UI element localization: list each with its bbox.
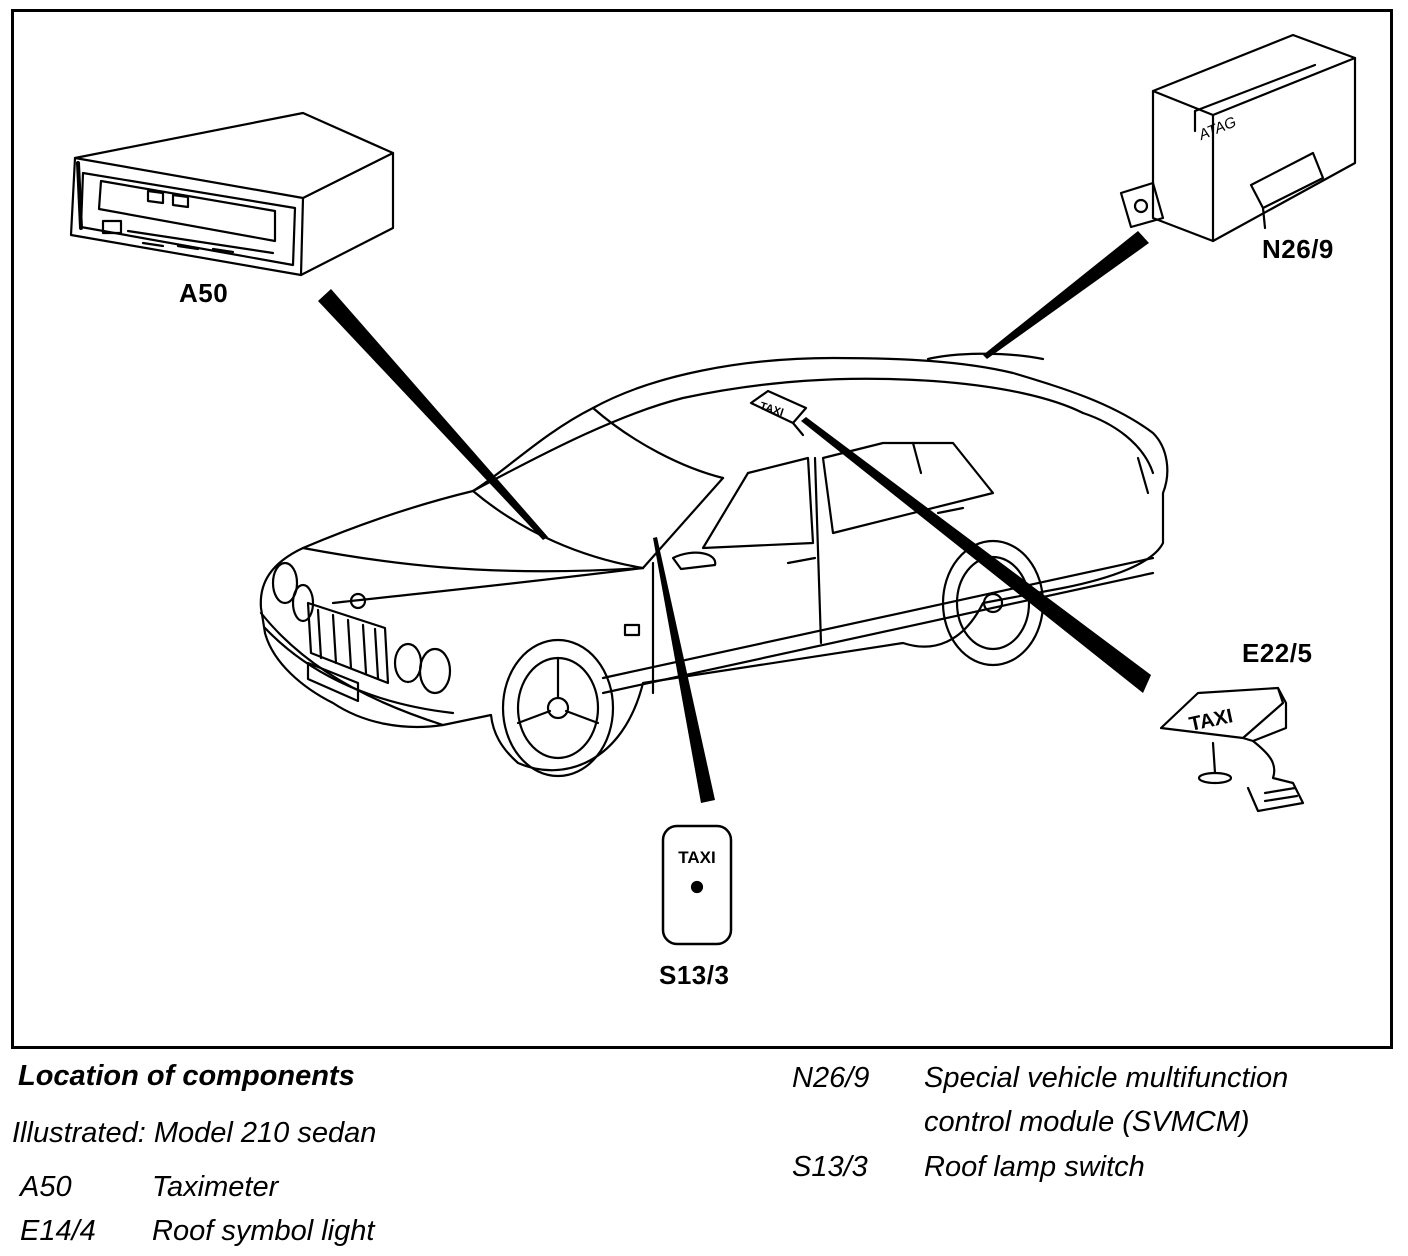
label-n26-9: N26/9: [1262, 234, 1334, 264]
taximeter-illustration: [69, 111, 395, 277]
legend-desc-e14-4: Roof symbol light: [152, 1215, 375, 1247]
label-e22-5: E22/5: [1242, 638, 1313, 668]
legend-code-e14-4: E14/4: [20, 1215, 96, 1247]
sedan-illustration: [259, 352, 1169, 778]
roof-lamp-switch-illustration: [661, 824, 733, 946]
switch-text: TAXI: [678, 848, 715, 867]
roof-sign-illustration: [1159, 686, 1305, 813]
legend-desc-n26-9-line1: Special vehicle multifunction: [924, 1062, 1289, 1094]
roof-sign-on-car: [749, 389, 808, 437]
diagram-frame: TAXI TAXI TAXI ATAG: [11, 9, 1393, 1049]
leader-line-e22-5: [801, 417, 1151, 693]
label-a50: A50: [179, 278, 229, 308]
leader-line-s13-3: [653, 537, 715, 803]
legend-code-s13-3: S13/3: [792, 1151, 868, 1183]
control-module-illustration: [1119, 33, 1357, 243]
label-s13-3: S13/3: [659, 960, 730, 990]
leader-line-n26-9: [983, 231, 1149, 359]
component-diagram: TAXI TAXI TAXI ATAG: [69, 33, 1357, 946]
legend-desc-n26-9-line2: control module (SVMCM): [924, 1106, 1250, 1138]
legend-code-n26-9: N26/9: [792, 1062, 870, 1094]
legend-desc-s13-3: Roof lamp switch: [924, 1151, 1145, 1183]
legend-desc-a50: Taximeter: [152, 1171, 279, 1203]
caption-title: Location of components: [18, 1060, 355, 1092]
caption-subtitle: Illustrated: Model 210 sedan: [12, 1117, 377, 1149]
leader-line-a50: [318, 289, 548, 540]
legend-code-a50: A50: [20, 1171, 72, 1203]
